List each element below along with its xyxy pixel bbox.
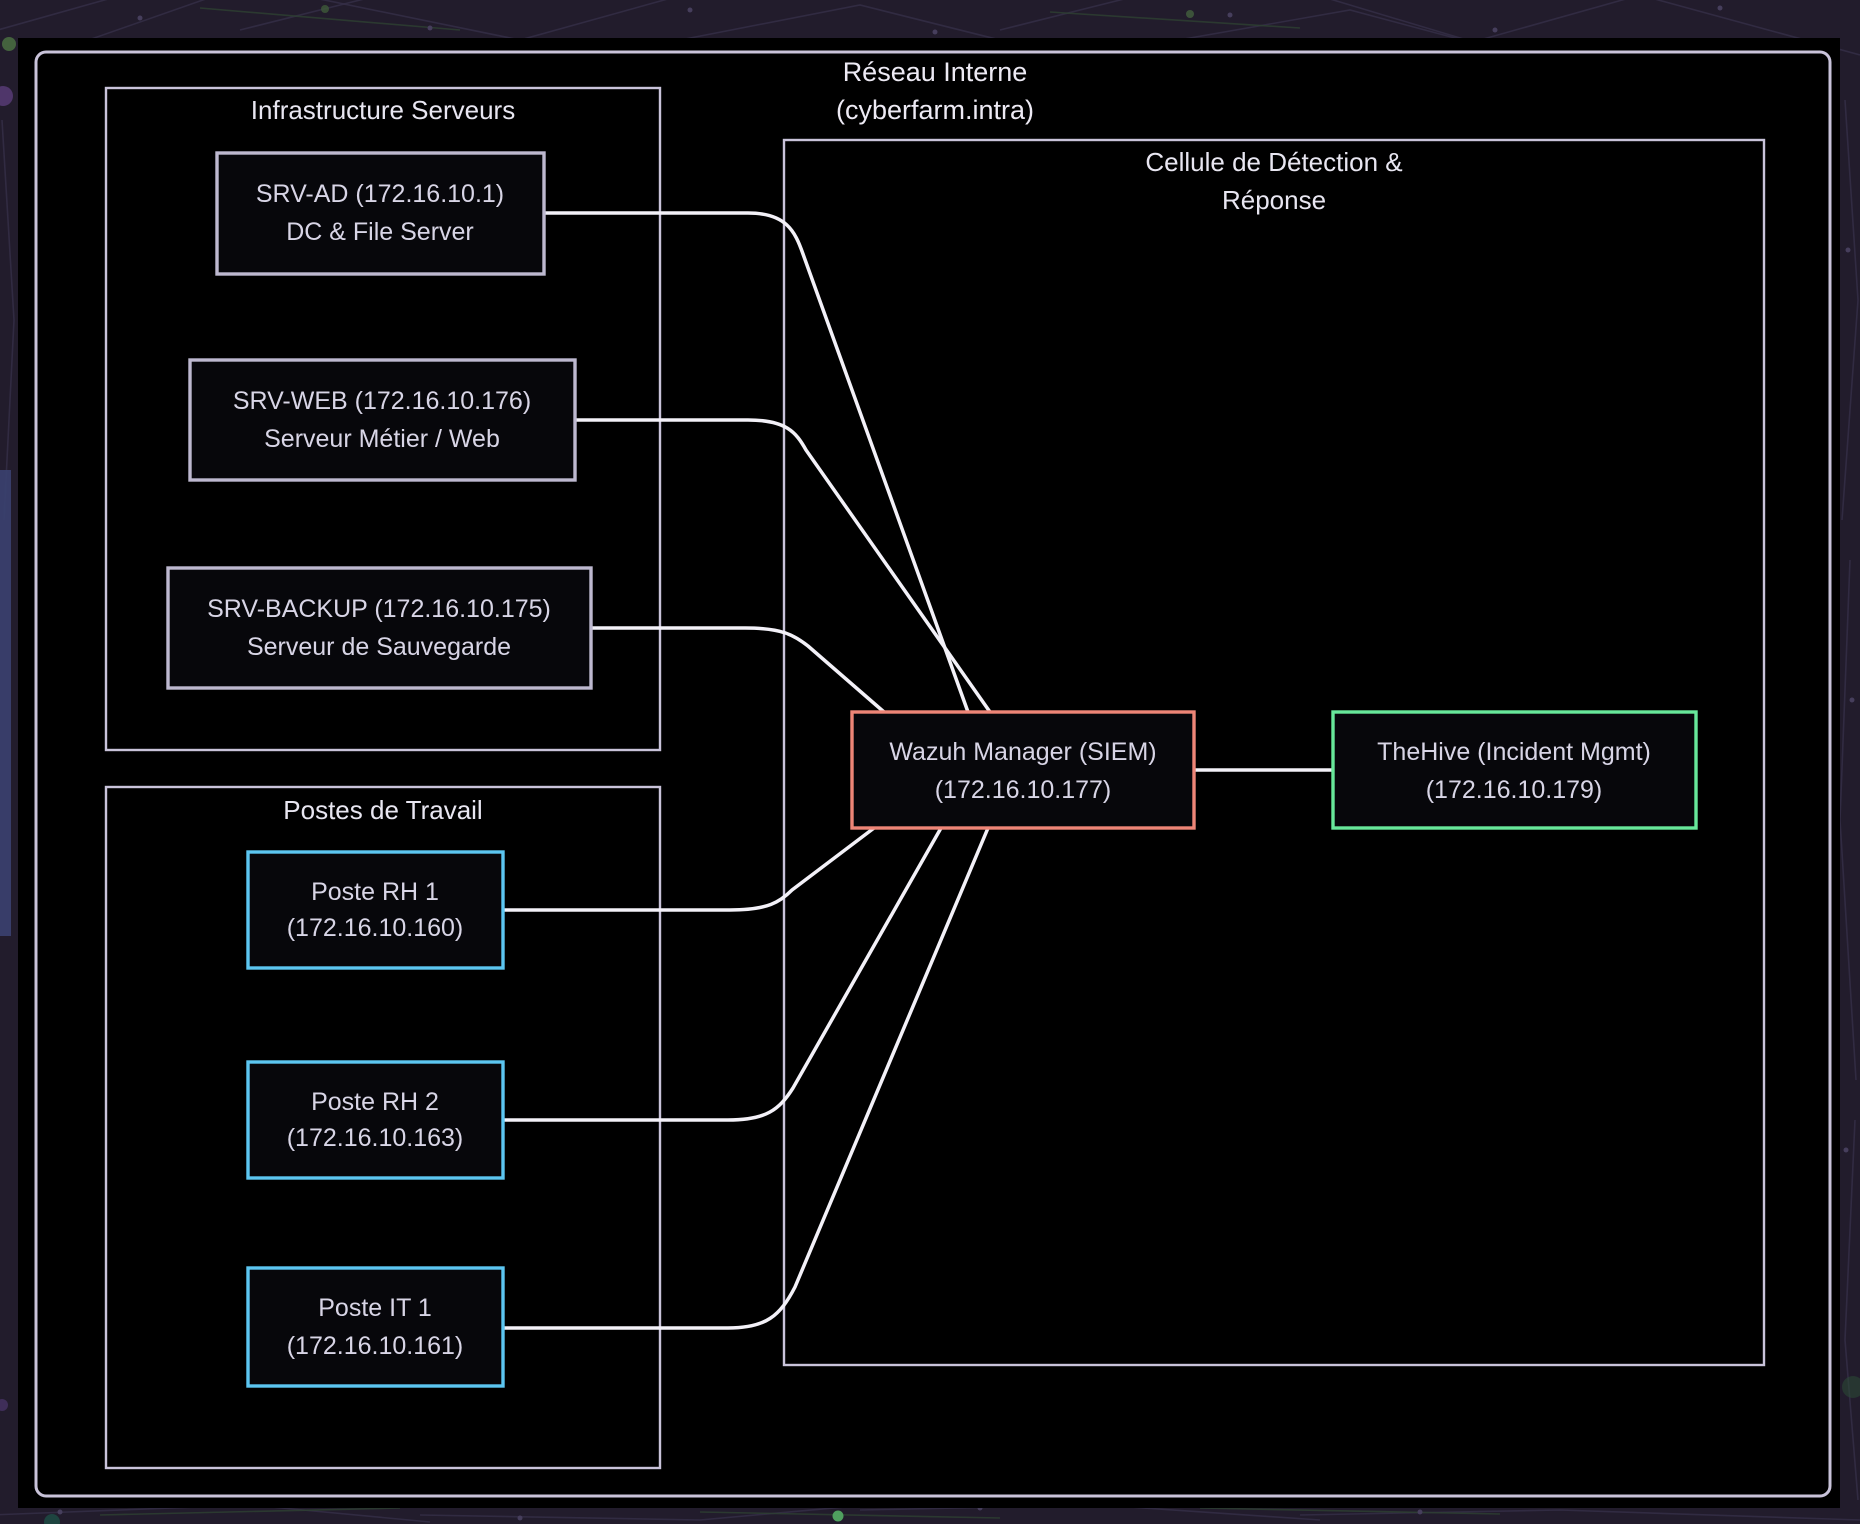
- srv-backup-label-line1: SRV-BACKUP (172.16.10.175): [207, 595, 551, 623]
- edges: [503, 211, 1333, 1330]
- reseau-interne-title-line1: Réseau Interne: [843, 57, 1028, 87]
- poste-it1-label-line1: Poste IT 1: [318, 1294, 432, 1322]
- cellule-label-line2: Réponse: [1222, 185, 1326, 215]
- srv-backup-label-line2: Serveur de Sauvegarde: [247, 633, 511, 661]
- node-srv-backup: SRV-BACKUP (172.16.10.175) Serveur de Sa…: [166, 566, 593, 690]
- poste-it1-label-line2: (172.16.10.161): [287, 1332, 464, 1360]
- poste-rh2-label-line2: (172.16.10.163): [287, 1124, 464, 1152]
- edge-srv-backup-to-wazuh: [591, 626, 886, 714]
- wazuh-label-line1: Wazuh Manager (SIEM): [889, 738, 1156, 766]
- group-cellule-detection-reponse: [782, 138, 1766, 1367]
- cellule-label-line1: Cellule de Détection &: [1145, 147, 1402, 177]
- thehive-label-line2: (172.16.10.179): [1426, 776, 1603, 804]
- wallpaper-left-blue-bar: [0, 470, 11, 936]
- node-thehive: TheHive (Incident Mgmt) (172.16.10.179): [1331, 710, 1698, 830]
- srv-web-label-line2: Serveur Métier / Web: [264, 425, 500, 453]
- srv-web-label-line1: SRV-WEB (172.16.10.176): [233, 387, 531, 415]
- poste-rh1-label-line2: (172.16.10.160): [287, 914, 464, 942]
- reseau-interne-title-line2: (cyberfarm.intra): [836, 95, 1034, 125]
- edge-poste-rh1-to-wazuh: [503, 826, 876, 912]
- node-poste-it1: Poste IT 1 (172.16.10.161): [246, 1266, 505, 1388]
- infrastructure-serveurs-label: Infrastructure Serveurs: [251, 95, 515, 125]
- node-srv-web: SRV-WEB (172.16.10.176) Serveur Métier /…: [188, 358, 577, 482]
- postes-de-travail-label: Postes de Travail: [283, 795, 482, 825]
- group-postes-de-travail: [104, 785, 662, 1470]
- thehive-label-line1: TheHive (Incident Mgmt): [1377, 738, 1651, 766]
- node-poste-rh2: Poste RH 2 (172.16.10.163): [246, 1060, 505, 1180]
- node-srv-ad: SRV-AD (172.16.10.1) DC & File Server: [215, 151, 546, 276]
- poste-rh1-label-line1: Poste RH 1: [311, 878, 439, 906]
- edge-srv-ad-to-wazuh: [544, 211, 970, 713]
- poste-rh2-label-line1: Poste RH 2: [311, 1088, 439, 1116]
- node-poste-rh1: Poste RH 1 (172.16.10.160): [246, 850, 505, 970]
- srv-ad-label-line2: DC & File Server: [286, 218, 474, 246]
- srv-ad-label-line1: SRV-AD (172.16.10.1): [256, 180, 504, 208]
- edge-poste-rh2-to-wazuh: [503, 827, 943, 1122]
- wazuh-label-line2: (172.16.10.177): [935, 776, 1112, 804]
- edge-poste-it1-to-wazuh: [503, 827, 990, 1330]
- node-wazuh-manager: Wazuh Manager (SIEM) (172.16.10.177): [850, 710, 1196, 830]
- edge-srv-web-to-wazuh: [575, 418, 992, 714]
